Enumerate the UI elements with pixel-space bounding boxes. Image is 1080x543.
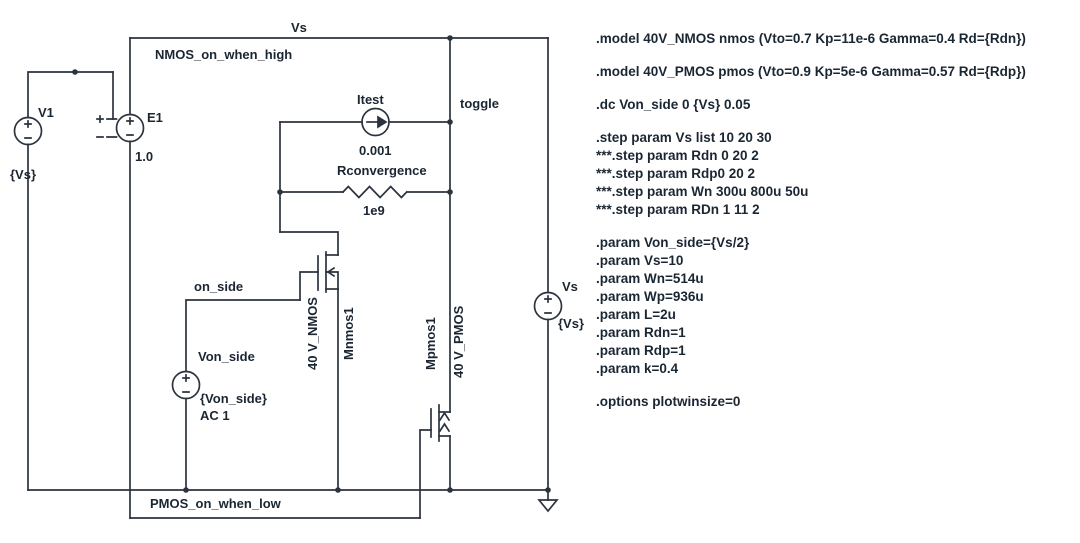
pmos-arrow-lower — [438, 422, 451, 433]
control-pins — [106, 118, 118, 138]
directive-line: .param Wp=936u — [596, 289, 704, 304]
rconvergence-name-label: Rconvergence — [337, 163, 427, 178]
ground-symbol — [537, 489, 559, 513]
v1-value-label: {Vs} — [10, 167, 37, 182]
directive-line: ***.step param Wn 300u 800u 50u — [596, 184, 809, 199]
directive-line: .options plotwinsize=0 — [596, 394, 741, 409]
itest-current-source-symbol — [361, 107, 390, 137]
von-side-name-label: Von_side — [198, 349, 255, 364]
net-label-pmos-on-when-low: PMOS_on_when_low — [150, 496, 281, 511]
directive-line: .param k=0.4 — [596, 361, 679, 376]
directive-line: ***.step param Rdp0 20 2 — [596, 166, 756, 181]
plus-minus-marks — [126, 117, 134, 136]
directive-line: .param Wn=514u — [596, 271, 704, 286]
itest-name-label: Itest — [357, 92, 384, 107]
mnmos1-model-label: 40 V_NMOS — [305, 297, 320, 370]
wires — [27, 37, 549, 519]
arrow-head — [377, 115, 388, 129]
directive-line: ***.step param Rdn 0 20 2 — [596, 148, 759, 163]
plus-minus-marks — [24, 120, 32, 139]
v1-voltage-source-symbol — [13, 116, 43, 146]
net-label-vs-rail: Vs — [291, 20, 307, 35]
directive-line: .param Von_side={Vs/2} — [596, 235, 750, 250]
vs-source-symbol — [533, 291, 563, 321]
von-side-value-label: {Von_side} — [200, 391, 267, 406]
directive-line: .dc Von_side 0 {Vs} 0.05 — [596, 97, 751, 112]
control-plus-minus-marks — [96, 115, 104, 138]
directive-line: .param L=2u — [596, 307, 676, 322]
directive-line: .param Rdn=1 — [596, 325, 686, 340]
plus-minus-marks — [182, 374, 190, 393]
e1-name-label: E1 — [147, 110, 163, 125]
rconvergence-value-label: 1e9 — [363, 203, 385, 218]
v1-name-label: V1 — [38, 105, 54, 120]
mpmos1-model-label: 40 V_PMOS — [451, 305, 466, 378]
net-label-on-side: on_side — [194, 279, 244, 294]
mpmos1-name-label: Mpmos1 — [423, 317, 438, 370]
directive-line: .param Vs=10 — [596, 253, 684, 268]
junction-dots — [72, 35, 551, 493]
plus-minus-marks — [544, 295, 552, 314]
e1-dependent-source-symbol — [96, 113, 145, 143]
nmos-arrow — [326, 266, 336, 278]
mnmos1-name-label: Mnmos1 — [341, 307, 356, 360]
spice-directives: .model 40V_NMOS nmos (Vto=0.7 Kp=11e-6 G… — [596, 30, 1080, 411]
itest-value-label: 0.001 — [359, 143, 392, 158]
directive-line: .model 40V_PMOS pmos (Vto=0.9 Kp=5e-6 Ga… — [596, 64, 1026, 79]
directive-line: ***.step param RDn 1 11 2 — [596, 202, 760, 217]
von-side-ac-label: AC 1 — [200, 408, 230, 423]
von-side-source-symbol — [171, 370, 201, 400]
mpmos1-pmos-symbol — [430, 404, 451, 442]
directive-line: .param Rdp=1 — [596, 343, 686, 358]
e1-gain-label: 1.0 — [135, 149, 154, 164]
net-label-nmos-on-when-high: NMOS_on_when_high — [155, 47, 293, 62]
vs-source-value-label: {Vs} — [558, 316, 585, 331]
directive-line: .model 40V_NMOS nmos (Vto=0.7 Kp=11e-6 G… — [596, 31, 1026, 46]
pmos-arrow-upper — [438, 411, 451, 422]
mnmos1-nmos-symbol — [317, 251, 339, 293]
rconvergence-resistor-symbol — [341, 185, 408, 199]
vs-source-name-label: Vs — [562, 279, 578, 294]
directive-line: .step param Vs list 10 20 30 — [596, 130, 772, 145]
net-label-toggle: toggle — [460, 96, 499, 111]
